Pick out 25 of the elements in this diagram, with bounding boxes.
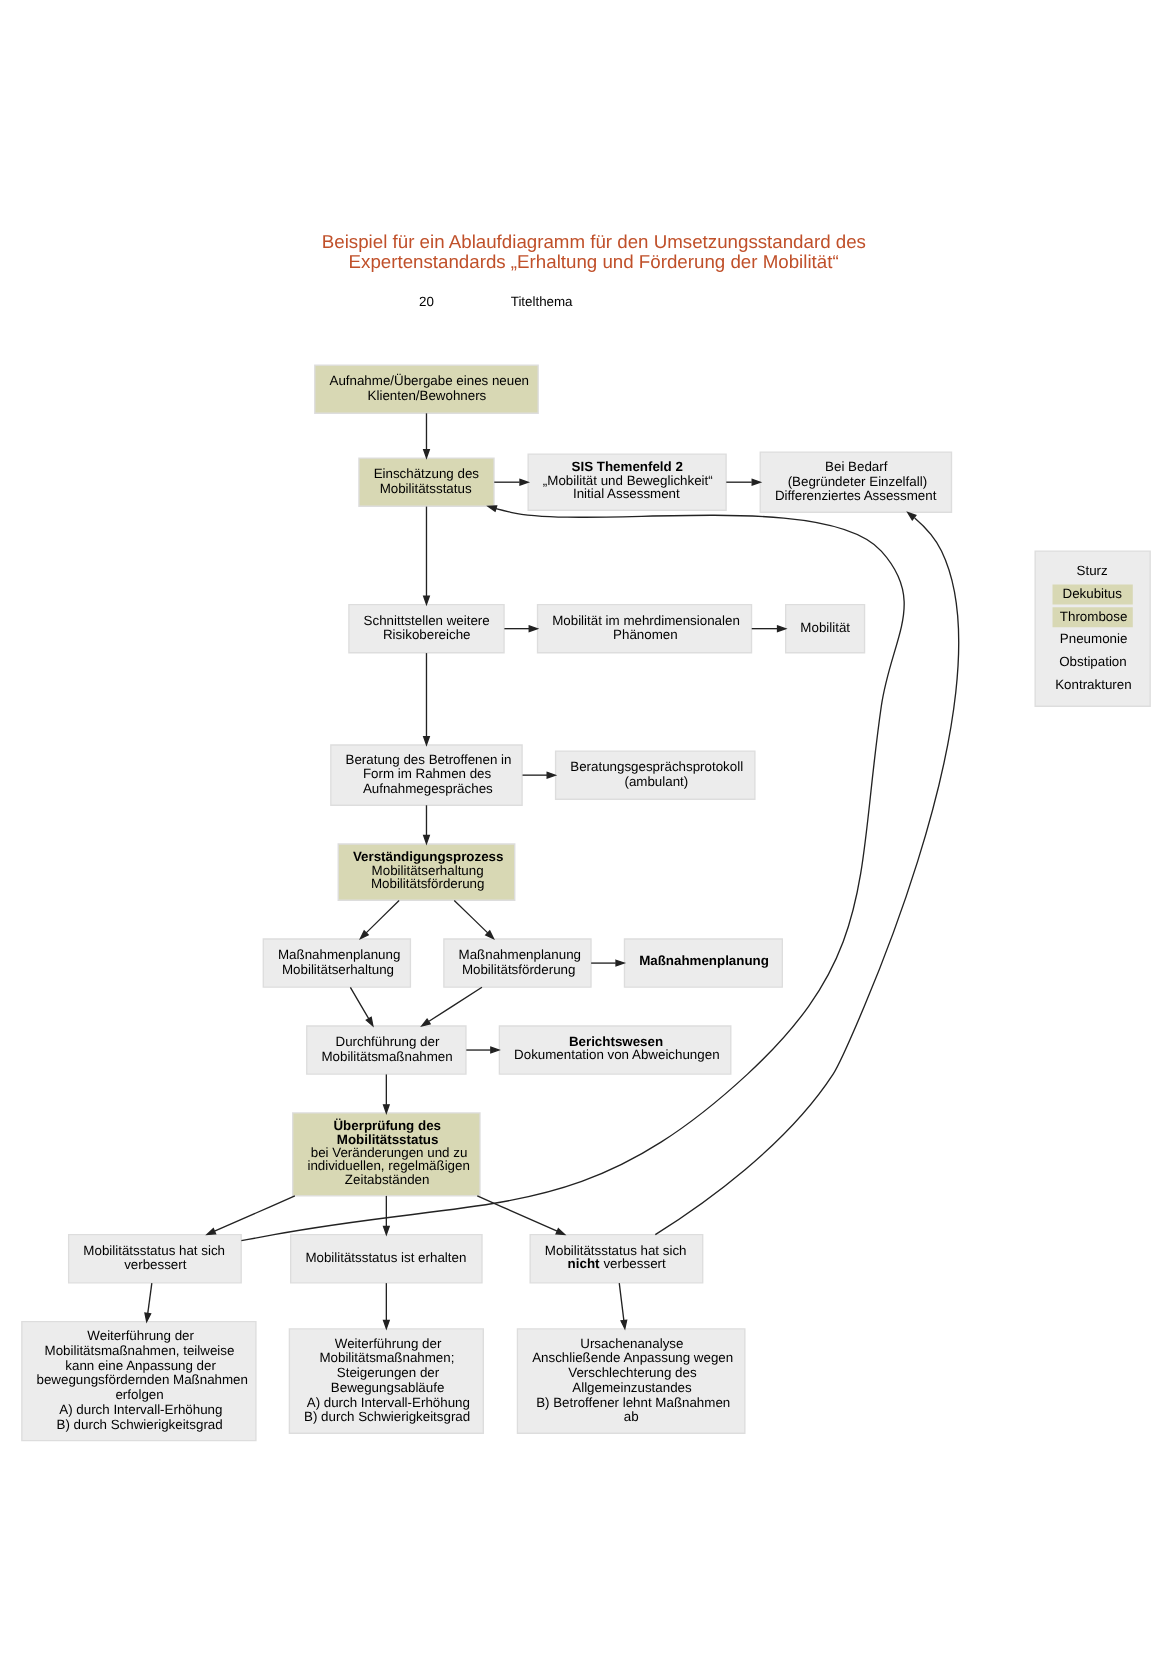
arrow: [590, 959, 627, 967]
arrow: [453, 899, 495, 940]
arrow: [422, 652, 431, 747]
arrow: [420, 986, 483, 1027]
arrow: [382, 1282, 391, 1331]
arrow: [476, 1195, 567, 1236]
arrow: [144, 1282, 153, 1324]
diagram-title: Beispiel für ein Ablaufdiagramm für den Umsetzungsstandard des Expertenstandards „Erhaltung und Förderung der Mobilität“: [321, 231, 866, 272]
arrow: [465, 1046, 501, 1054]
arrow: [725, 478, 763, 486]
arrow: [493, 478, 531, 486]
arrow: [751, 624, 788, 633]
arrow: [618, 1282, 628, 1331]
arrow: [382, 1195, 391, 1237]
arrow: [422, 804, 431, 846]
arrow: [205, 1195, 296, 1236]
arrow: [240, 505, 905, 1242]
arrow: [422, 505, 431, 607]
arrow: [382, 1073, 391, 1115]
arrow: [654, 511, 960, 1236]
arrow: [521, 771, 558, 779]
arrow: [422, 412, 431, 460]
arrow: [503, 624, 540, 633]
arrow: [359, 899, 400, 940]
arrow: [349, 986, 374, 1028]
